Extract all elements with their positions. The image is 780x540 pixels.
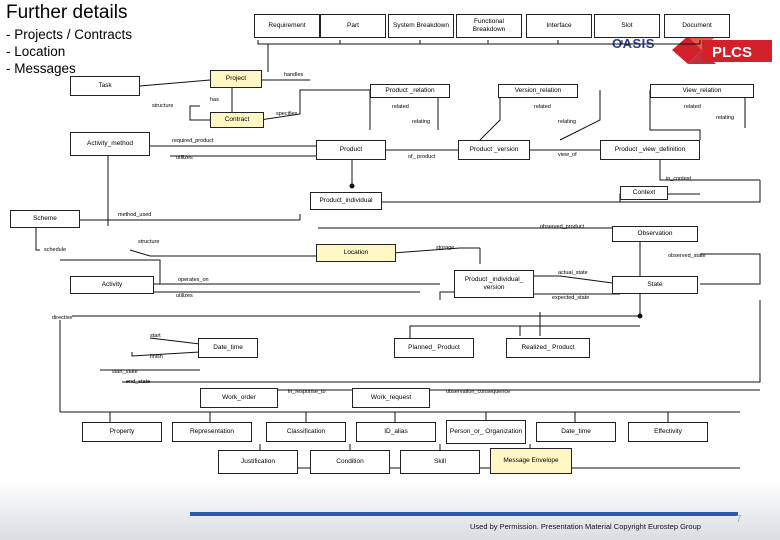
- copyright-footer: Used by Permission. Presentation Materia…: [470, 522, 701, 531]
- label-observed-product: observed_product: [540, 224, 585, 230]
- requirement-box: Requirement: [254, 14, 320, 38]
- label-structure-2: structure: [138, 239, 160, 245]
- interface-box: Interface: [526, 14, 592, 38]
- view-relation-box: View_relation: [650, 84, 754, 98]
- label-has: has: [210, 97, 219, 103]
- label-related-2: related: [534, 104, 551, 110]
- work-order-box: Work_order: [200, 388, 278, 408]
- background-photo: [0, 480, 780, 540]
- property-box: Property: [82, 422, 162, 442]
- page-number: 7: [736, 514, 742, 525]
- label-directive: directive: [52, 315, 73, 321]
- label-method-used: method_used: [118, 212, 152, 218]
- functional-breakdown-box: Functional Breakdown: [456, 14, 522, 38]
- label-start: start: [150, 333, 161, 339]
- effectivity-box: Effectivity: [628, 422, 708, 442]
- product-box: Product: [316, 140, 386, 160]
- planned-product-box: Planned_ Product: [394, 338, 474, 358]
- label-in-context: in_context: [666, 176, 692, 182]
- footer-bar: [190, 512, 738, 516]
- slot-box: Slot: [594, 14, 660, 38]
- label-storage: storage: [436, 245, 455, 251]
- product-individual-version-box: Product _individual_ version: [454, 270, 534, 298]
- label-view-of: view_of: [558, 152, 577, 158]
- label-actual-state: actual_state: [558, 270, 588, 276]
- bullet-list: - Projects / Contracts - Location - Mess…: [6, 26, 132, 77]
- date-time-box: Date_time: [198, 338, 258, 358]
- plcs-logo-text: PLCS: [712, 44, 752, 61]
- label-expected-state: expected_state: [552, 295, 590, 301]
- label-structure: structure: [152, 103, 174, 109]
- realized-product-box: Realized_ Product: [506, 338, 590, 358]
- label-related-3: related: [684, 104, 701, 110]
- date-time-2-box: Date_time: [536, 422, 616, 442]
- id-alias-box: ID_alias: [356, 422, 436, 442]
- skill-box: Skill: [400, 450, 480, 474]
- label-related-1: related: [392, 104, 409, 110]
- scheme-box: Scheme: [10, 210, 80, 228]
- context-box: Context: [620, 186, 668, 200]
- version-relation-box: Version_relation: [498, 84, 578, 98]
- classification-box: Classification: [266, 422, 346, 442]
- location-box: Location: [316, 244, 396, 262]
- person-or-organization-box: Person_or_ Organization: [446, 420, 526, 444]
- label-schedule: schedule: [44, 247, 67, 253]
- label-start-state: start_state: [112, 369, 138, 375]
- part-box: Part: [320, 14, 386, 38]
- label-specifies: specifies: [276, 111, 298, 117]
- product-relation-box: Product _relation: [370, 84, 450, 98]
- document-box: Document: [664, 14, 730, 38]
- label-observed-state: observed_state: [668, 253, 706, 259]
- label-utilizes-2: utilizes: [176, 293, 193, 299]
- project-box: Project: [210, 70, 262, 88]
- condition-box: Condition: [310, 450, 390, 474]
- work-request-box: Work_request: [352, 388, 430, 408]
- label-operates-on: operates_on: [178, 277, 209, 283]
- message-envelope-box: Message Envelope: [490, 448, 572, 474]
- bullet-location: - Location: [6, 44, 66, 59]
- label-relating-2: relating: [558, 119, 577, 125]
- activity-box: Activity: [70, 276, 154, 294]
- label-utilizes-1: utilizes: [176, 155, 193, 161]
- representation-box: Representation: [172, 422, 252, 442]
- label-in-response-to: in_response_to: [288, 389, 326, 395]
- label-observation-consequence: observation_consequence: [446, 389, 511, 395]
- label-of-product: of_ product: [408, 154, 436, 160]
- contract-box: Contract: [210, 112, 264, 128]
- label-relating-1: relating: [412, 119, 431, 125]
- product-view-definition-box: Product _view_definition: [600, 140, 700, 160]
- bullet-messages: - Messages: [6, 61, 76, 76]
- observation-box: Observation: [612, 226, 698, 242]
- label-handles: handles: [284, 72, 304, 78]
- label-finish: finish: [150, 354, 163, 360]
- bullet-projects: - Projects / Contracts: [6, 27, 133, 42]
- label-end-state: end_state: [126, 379, 151, 385]
- system-breakdown-box: System Breakdown: [388, 14, 454, 38]
- state-box: State: [612, 276, 698, 294]
- product-version-box: Product _version: [458, 140, 530, 160]
- product-individual-box: Product_individual: [310, 192, 382, 210]
- label-required-product: required_product: [172, 138, 214, 144]
- justification-box: Justification: [218, 450, 298, 474]
- task-box: Task: [70, 76, 140, 96]
- activity-method-box: Activity_method: [70, 132, 150, 156]
- slide-title: Further details: [6, 2, 128, 23]
- label-relating-3: relating: [716, 115, 735, 121]
